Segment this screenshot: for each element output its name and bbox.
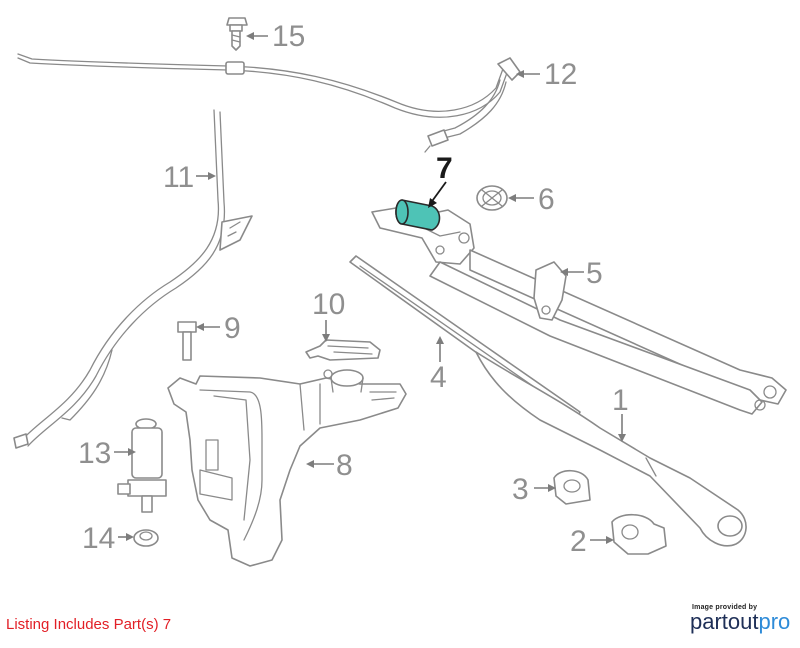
callout-4: 4 <box>430 361 447 394</box>
listing-includes-text: Listing Includes Part(s) 7 <box>6 616 172 633</box>
callout-9: 9 <box>224 312 241 345</box>
brand-name-part2: pro <box>758 609 791 634</box>
part-1-wiper-arm <box>475 351 747 547</box>
callout-5: 5 <box>586 257 603 290</box>
part-8-reservoir <box>167 369 407 567</box>
callout-3: 3 <box>512 473 529 506</box>
leader-arrows <box>114 32 626 544</box>
callout-14: 14 <box>82 522 115 555</box>
callout-labels: 15 12 11 7 6 5 10 9 4 1 13 8 3 14 2 <box>78 20 629 558</box>
callout-7: 7 <box>436 152 453 185</box>
part-13-washer-pump <box>117 418 167 513</box>
part-15-bolt <box>226 17 248 51</box>
image-provided-by-text: Image provided by <box>692 604 758 611</box>
part-6-crank-gear <box>476 185 508 211</box>
brand-name-part1: partout <box>690 609 759 634</box>
partoutpro-logo: Image provided by partoutpro <box>690 604 800 633</box>
part-12-washer-hose <box>17 53 521 153</box>
brand-name: partoutpro <box>690 611 800 633</box>
callout-15: 15 <box>272 20 305 53</box>
callout-12: 12 <box>544 58 577 91</box>
callout-1: 1 <box>612 384 629 417</box>
part-10-bracket <box>305 339 381 361</box>
part-9-bolt <box>177 321 197 361</box>
part-3-grommet <box>553 469 591 505</box>
callout-6: 6 <box>538 183 555 216</box>
part-11-hose <box>13 109 253 449</box>
callout-11: 11 <box>163 161 194 194</box>
part-14-grommet <box>133 529 159 547</box>
callout-13: 13 <box>78 437 111 470</box>
part-2-cap <box>611 513 667 555</box>
callout-2: 2 <box>570 525 587 558</box>
part-5-wiper-linkage <box>371 207 787 415</box>
callout-8: 8 <box>336 449 353 482</box>
callout-10: 10 <box>312 288 345 321</box>
